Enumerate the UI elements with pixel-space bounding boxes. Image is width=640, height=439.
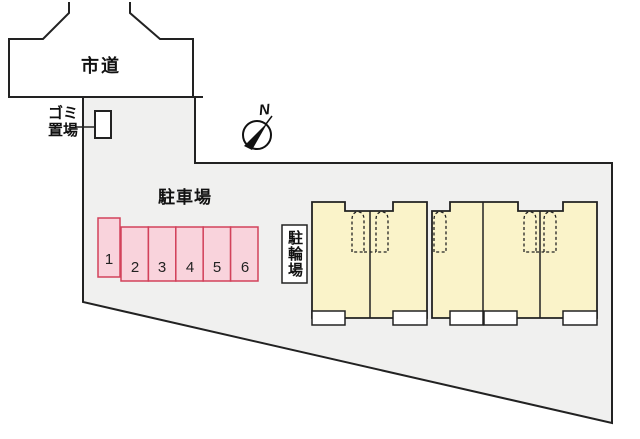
garbage-area-label: ゴミ 置場 xyxy=(28,105,78,139)
canopy-dashed-outline xyxy=(375,211,389,253)
parking-space-number: 1 xyxy=(104,251,114,268)
bicycle-parking-box xyxy=(281,224,308,284)
north-label: N xyxy=(258,101,271,120)
parking-space-4 xyxy=(175,226,204,282)
parking-space-number: 3 xyxy=(157,259,167,276)
compass-icon xyxy=(242,115,273,150)
building-2 xyxy=(431,201,598,319)
garbage-bin xyxy=(94,110,112,139)
canopy-dashed-outline xyxy=(351,211,365,253)
road-shape xyxy=(9,2,193,97)
canopy-dashed-outline xyxy=(523,211,537,253)
canopy-dashed-outline xyxy=(543,211,557,253)
bicycle-parking-label: 駐輪場 xyxy=(286,230,303,278)
parking-space-3 xyxy=(147,226,177,282)
entrance-porch xyxy=(449,310,484,326)
entrance-porch xyxy=(392,310,428,326)
compass-needle-tail xyxy=(265,115,273,125)
parking-area-label: 駐車場 xyxy=(158,188,212,207)
parking-space-number: 6 xyxy=(240,259,250,276)
garbage-label-line2: 置場 xyxy=(47,122,78,139)
entrance-porch xyxy=(562,310,598,326)
compass-needle xyxy=(244,122,268,150)
entrance-porch xyxy=(483,310,518,326)
parking-space-number: 2 xyxy=(130,259,140,276)
compass-circle xyxy=(242,120,272,150)
road-outline-right xyxy=(129,2,194,97)
parking-space-1 xyxy=(97,217,121,278)
parking-space-6 xyxy=(229,226,259,282)
canopy-dashed-outline xyxy=(433,211,447,253)
parking-space-5 xyxy=(202,226,232,282)
garbage-label-line1: ゴミ xyxy=(47,105,78,122)
parking-space-2 xyxy=(120,226,150,282)
parking-space-number: 5 xyxy=(212,259,222,276)
road-label: 市道 xyxy=(81,56,121,76)
parking-space-number: 4 xyxy=(185,259,195,276)
entrance-porch xyxy=(311,310,346,326)
road-outline-left xyxy=(8,2,203,98)
